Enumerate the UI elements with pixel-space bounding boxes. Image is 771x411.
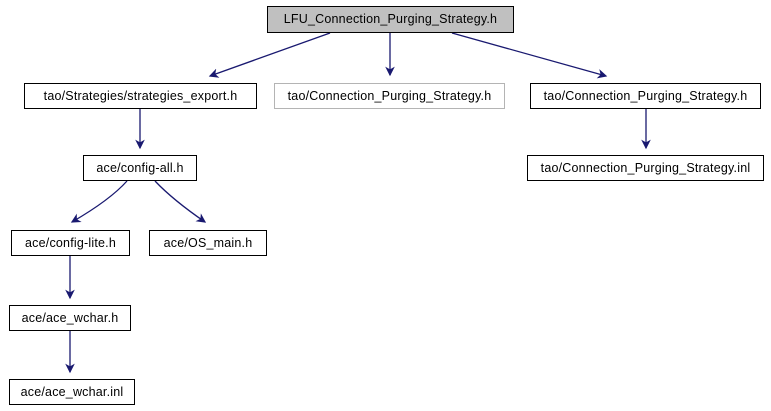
graph-node-label: tao/Strategies/strategies_export.h <box>43 88 238 103</box>
graph-node-conn_purging_inl[interactable]: tao/Connection_Purging_Strategy.inl <box>527 155 764 181</box>
edges-group <box>65 32 651 374</box>
graph-node-label: ace/config-all.h <box>96 160 184 175</box>
graph-node-ace_wchar_h[interactable]: ace/ace_wchar.h <box>9 305 131 331</box>
graph-edge-root-to-conn_purging_right <box>451 32 608 79</box>
graph-node-os_main[interactable]: ace/OS_main.h <box>149 230 267 256</box>
graph-node-label: ace/config-lite.h <box>25 235 116 250</box>
graph-edge-config_all-to-config_lite <box>70 180 128 223</box>
graph-node-conn_purging_mid[interactable]: tao/Connection_Purging_Strategy.h <box>274 83 505 109</box>
graph-node-config_lite[interactable]: ace/config-lite.h <box>11 230 130 256</box>
graph-node-label: ace/ace_wchar.inl <box>20 384 124 399</box>
graph-node-label: ace/OS_main.h <box>163 235 253 250</box>
graph-node-root[interactable]: LFU_Connection_Purging_Strategy.h <box>267 6 514 33</box>
graph-node-label: tao/Connection_Purging_Strategy.h <box>543 88 748 103</box>
graph-node-conn_purging_right[interactable]: tao/Connection_Purging_Strategy.h <box>530 83 761 109</box>
graph-node-config_all[interactable]: ace/config-all.h <box>83 155 197 181</box>
graph-node-ace_wchar_inl[interactable]: ace/ace_wchar.inl <box>9 379 135 405</box>
graph-node-label: ace/ace_wchar.h <box>21 310 119 325</box>
graph-node-label: tao/Connection_Purging_Strategy.inl <box>540 160 751 175</box>
graph-edge-config_all-to-os_main <box>154 180 207 223</box>
graph-node-strategies_export[interactable]: tao/Strategies/strategies_export.h <box>24 83 257 109</box>
graph-node-label: LFU_Connection_Purging_Strategy.h <box>283 12 498 27</box>
graph-node-label: tao/Connection_Purging_Strategy.h <box>287 88 492 103</box>
graph-edge-root-to-strategies_export <box>208 32 331 78</box>
